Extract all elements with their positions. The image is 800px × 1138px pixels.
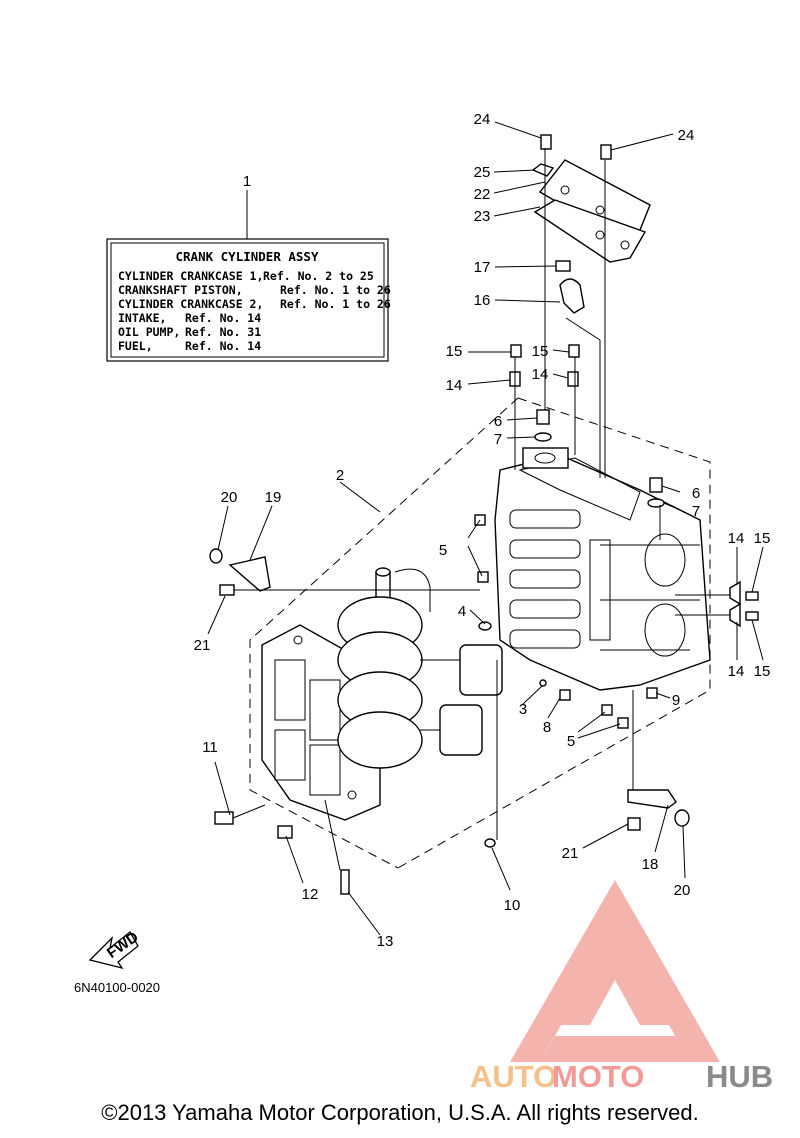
info-line-ref: Ref. No. 14 — [185, 311, 261, 325]
callout-17: 17 — [474, 259, 491, 276]
callout-14: 14 — [532, 366, 549, 383]
callout-14: 14 — [446, 377, 463, 394]
callout-6: 6 — [494, 413, 502, 430]
callout-16: 16 — [474, 292, 491, 309]
info-line-ref: Ref. No. 14 — [185, 339, 261, 353]
cylinder-block — [494, 447, 711, 691]
watermark-part-moto: MOTO — [552, 1059, 644, 1094]
cover-plate — [533, 159, 651, 263]
info-box-title: CRANK CYLINDER ASSY — [176, 249, 319, 264]
callout-3: 3 — [519, 701, 527, 718]
info-line-ref: Ref. No. 1 to 26 — [280, 283, 391, 297]
callout-15: 15 — [754, 663, 771, 680]
info-line-ref: Ref. No. 2 to 25 — [263, 269, 374, 283]
callout-22: 22 — [474, 186, 491, 203]
callout-24: 24 — [678, 127, 695, 144]
callout-20: 20 — [221, 489, 238, 506]
watermark-part-hub: HUB — [706, 1059, 773, 1094]
info-line-name: CRANKSHAFT PISTON, — [118, 283, 243, 297]
callout-24: 24 — [474, 111, 491, 128]
info-line-name: CYLINDER CRANKCASE 2, — [118, 297, 263, 311]
catalog-code: 6N40100-0020 — [74, 980, 160, 995]
callout-14: 14 — [728, 663, 745, 680]
fwd-arrow-icon: FWD — [88, 928, 142, 970]
callout-7: 7 — [692, 503, 700, 520]
info-line-name: OIL PUMP, — [118, 325, 180, 339]
assembly-dashed-outline — [249, 397, 711, 869]
callout-15: 15 — [532, 343, 549, 360]
callout-8: 8 — [543, 719, 551, 736]
callout-13: 13 — [377, 933, 394, 950]
callout-7: 7 — [494, 431, 502, 448]
callout-9: 9 — [672, 692, 680, 709]
info-line-name: FUEL, — [118, 339, 153, 353]
callout-6: 6 — [692, 485, 700, 502]
info-line-name: CYLINDER CRANKCASE 1, — [118, 269, 263, 283]
callout-5: 5 — [567, 733, 575, 750]
callout-14: 14 — [728, 530, 745, 547]
leader-lines — [207, 121, 764, 936]
info-box-lines: CYLINDER CRANKCASE 1, Ref. No. 2 to 25 C… — [118, 269, 391, 353]
callout-1: 1 — [243, 173, 251, 190]
callout-19: 19 — [265, 489, 282, 506]
callout-15: 15 — [446, 343, 463, 360]
callout-21: 21 — [562, 845, 579, 862]
callout-23: 23 — [474, 208, 491, 225]
callout-21: 21 — [194, 637, 211, 654]
watermark-logo — [510, 880, 720, 1062]
callout-5: 5 — [439, 542, 447, 559]
callout-25: 25 — [474, 164, 491, 181]
reference-numbers: 1 2 3 4 5 5 6 6 7 7 8 9 10 11 12 13 14 1… — [194, 111, 771, 950]
callout-11: 11 — [202, 739, 218, 756]
callout-2: 2 — [336, 467, 344, 484]
callout-10: 10 — [504, 897, 521, 914]
copyright-notice: ©2013 Yamaha Motor Corporation, U.S.A. A… — [101, 1100, 699, 1125]
info-line-ref: Ref. No. 1 to 26 — [280, 297, 391, 311]
watermark-text: AUTO MOTO HUB — [470, 1059, 773, 1094]
assembly-info-box: CRANK CYLINDER ASSY CYLINDER CRANKCASE 1… — [106, 238, 391, 362]
callout-20: 20 — [674, 882, 691, 899]
info-line-ref: Ref. No. 31 — [185, 325, 261, 339]
pistons — [420, 644, 503, 756]
watermark-part-auto: AUTO — [470, 1059, 557, 1094]
callout-15: 15 — [754, 530, 771, 547]
callout-18: 18 — [642, 856, 659, 873]
crankshaft — [337, 567, 431, 769]
callout-4: 4 — [458, 603, 466, 620]
callout-12: 12 — [302, 886, 319, 903]
info-line-name: INTAKE, — [118, 311, 166, 325]
